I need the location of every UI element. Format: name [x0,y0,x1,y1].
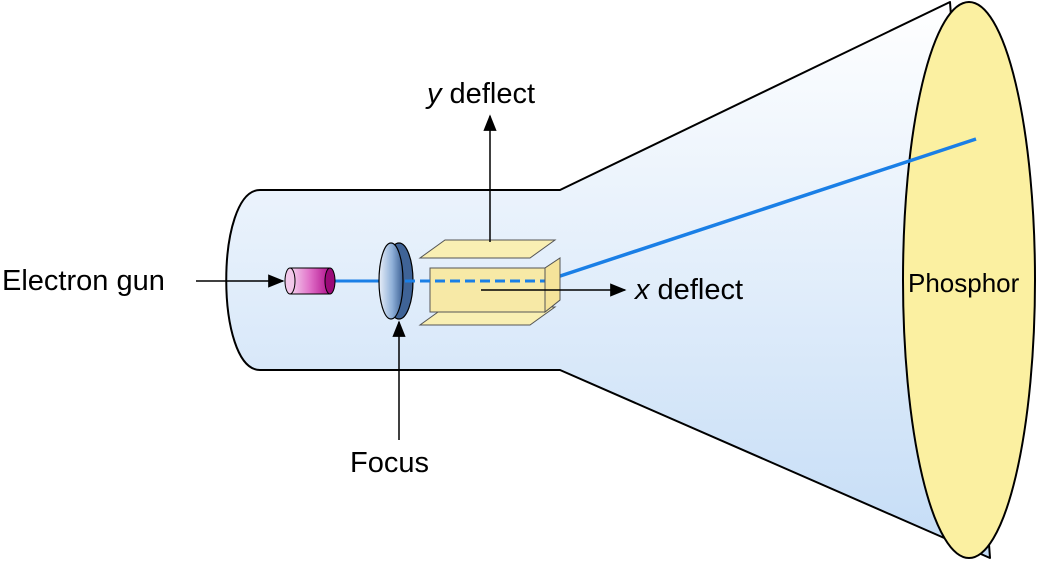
x-deflect-word: deflect [650,274,744,306]
y-deflect-variable: y [425,78,443,110]
focus-label: Focus [350,447,429,479]
y-deflect-label: y deflect [425,78,535,110]
phosphor-label: Phosphor [908,268,1020,298]
plate-front-edge [544,257,561,314]
crt-tube-body [225,1,991,559]
x-deflect-variable: x [633,274,651,306]
phosphor-screen [902,1,1036,559]
focus-lens [378,242,414,320]
electron-gun [284,267,336,295]
y-deflect-word: deflect [442,78,536,110]
electron-beam-deflected [544,137,977,283]
x-deflect-label: x deflect [633,274,743,306]
electron-gun-label: Electron gun [2,265,165,297]
